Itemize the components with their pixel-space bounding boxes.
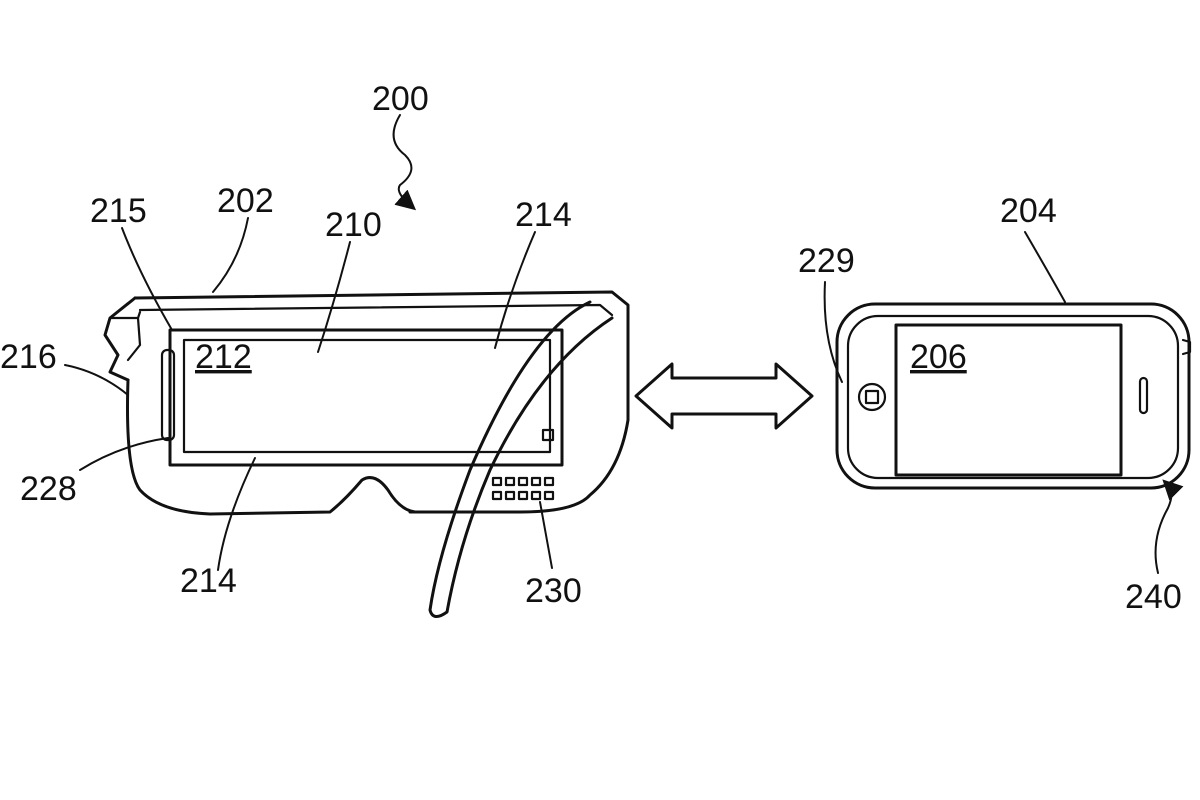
side-switch [1183,340,1190,354]
label-228: 228 [20,470,77,508]
label-229: 229 [798,242,855,280]
label-216: 216 [0,338,57,376]
slot [162,350,174,440]
headset-top-inner [140,305,612,315]
label-204: 204 [1000,192,1057,230]
label-214-bottom: 214 [180,562,237,600]
home-button-icon [859,384,885,410]
label-240: 240 [1125,578,1182,616]
label-206: 206 [910,338,967,376]
label-230: 230 [525,572,582,610]
double-arrow [636,364,812,428]
sensor-icon [543,430,553,440]
speaker-icon [1140,378,1147,413]
reference-labels: 200 202 215 210 214 212 216 228 214 230 … [0,80,1182,616]
home-button-square [866,391,878,403]
label-212: 212 [195,338,252,376]
strap [430,302,612,617]
phone-drawing [837,304,1190,488]
label-214-top: 214 [515,196,572,234]
phone-body [837,304,1189,488]
label-210: 210 [325,206,382,244]
button-grid [493,478,553,499]
label-215: 215 [90,192,147,230]
headset-left-cap-face [110,312,140,360]
label-200: 200 [372,80,429,118]
label-202: 202 [217,182,274,220]
headset-left-cap [105,298,135,380]
